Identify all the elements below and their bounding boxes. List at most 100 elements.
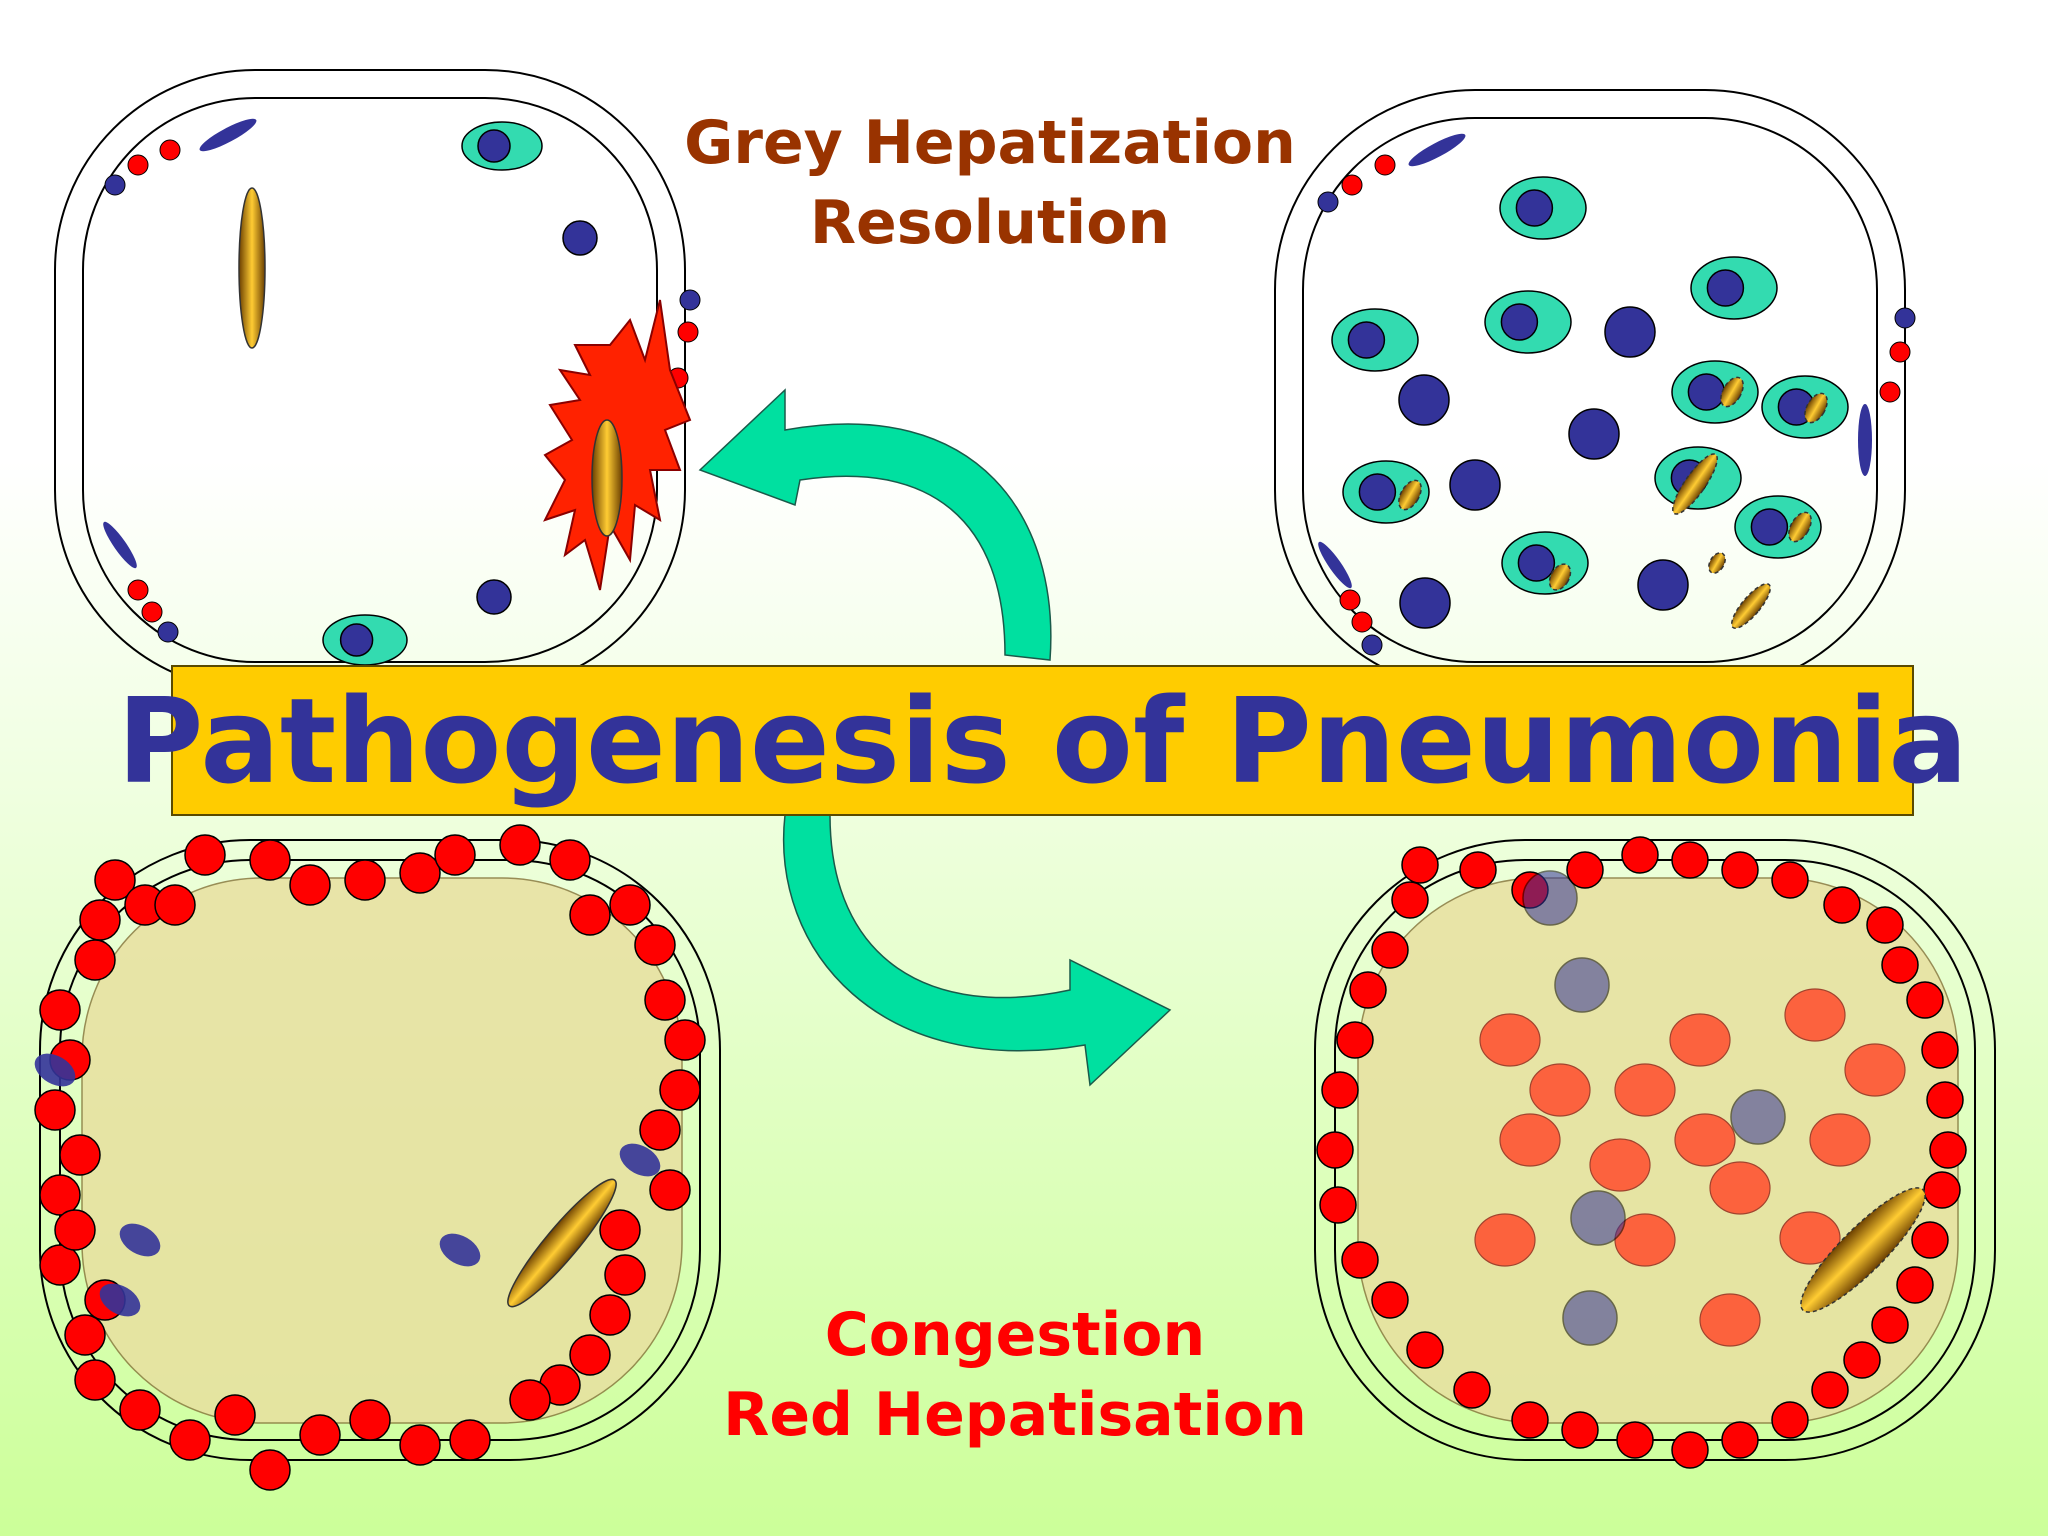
red-blood-cell	[1566, 851, 1604, 889]
capillary-cell	[1339, 589, 1361, 611]
endothelial-nucleus	[1408, 133, 1466, 167]
capillary-cell	[1879, 381, 1901, 403]
red-blood-cell	[1671, 1431, 1709, 1469]
red-blood-cell-exudate	[1779, 1211, 1841, 1265]
red-blood-cell	[1616, 1421, 1654, 1459]
red-blood-cell-exudate	[1614, 1213, 1676, 1267]
red-blood-cell	[1621, 836, 1659, 874]
bacterium	[1730, 583, 1772, 629]
lymphocyte-nucleus	[476, 579, 512, 615]
red-blood-cell-exudate	[1674, 1113, 1736, 1167]
red-blood-cell	[74, 1359, 116, 1401]
macrophage-nucleus	[1347, 321, 1386, 359]
red-blood-cell	[1881, 946, 1919, 984]
macrophage-nucleus	[1706, 269, 1745, 307]
red-blood-cell	[399, 1424, 441, 1466]
red-blood-cell	[1511, 1401, 1549, 1439]
red-blood-cell-exudate	[1499, 1113, 1561, 1167]
label-resolution: Resolution	[809, 188, 1171, 258]
title-banner: Pathogenesis of Pneumonia	[117, 665, 1968, 816]
lymphocyte-nucleus	[1398, 374, 1450, 426]
red-blood-cell	[154, 884, 196, 926]
red-blood-cell-exudate	[1809, 1113, 1871, 1167]
red-blood-cell	[1823, 886, 1861, 924]
bacterium	[507, 1178, 617, 1308]
red-blood-cell	[1671, 841, 1709, 879]
bacterium	[1720, 376, 1744, 408]
macrophage-nucleus	[1500, 303, 1539, 341]
red-blood-cell	[1561, 1411, 1599, 1449]
capillary-cell	[1374, 154, 1396, 176]
stage-label-grey-hepatization: Grey Hepatization Resolution	[640, 103, 1340, 263]
red-blood-cell	[569, 1334, 611, 1376]
bacterium	[591, 419, 623, 537]
capillary-cell	[127, 154, 149, 176]
red-blood-cell	[1459, 851, 1497, 889]
red-blood-cell	[549, 839, 591, 881]
red-blood-cell-exudate	[1784, 988, 1846, 1042]
red-blood-cell-exudate	[1479, 1013, 1541, 1067]
red-blood-cell	[1371, 1281, 1409, 1319]
red-blood-cell	[1811, 1371, 1849, 1409]
capillary-cell	[127, 579, 149, 601]
capillary-cell	[679, 289, 701, 311]
red-blood-cell	[1391, 881, 1429, 919]
red-blood-cell	[1871, 1306, 1909, 1344]
endothelial-nucleus	[199, 118, 257, 152]
red-blood-cell	[634, 924, 676, 966]
red-blood-cell	[1921, 1031, 1959, 1069]
red-blood-cell	[39, 1174, 81, 1216]
red-blood-cell	[349, 1399, 391, 1441]
red-blood-cell	[289, 864, 331, 906]
alveolar-wall-inner	[1302, 117, 1878, 663]
red-blood-cell-exudate	[1709, 1161, 1771, 1215]
red-blood-cell	[119, 1389, 161, 1431]
capillary-cell	[1341, 174, 1363, 196]
red-blood-cell	[59, 1134, 101, 1176]
red-blood-cell-exudate	[1699, 1293, 1761, 1347]
cycle-arrows	[698, 388, 1172, 1087]
alveolus-top-left	[54, 69, 701, 691]
capillary-cell	[1317, 191, 1339, 213]
red-blood-cell-exudate	[1474, 1213, 1536, 1267]
alveolar-wall-outer	[1314, 839, 1996, 1461]
red-blood-cell	[1341, 1241, 1379, 1279]
label-grey-hepatization: Grey Hepatization	[684, 108, 1296, 178]
capillary-cell	[1361, 634, 1383, 656]
red-blood-cell	[1771, 861, 1809, 899]
macrophage-nucleus	[1517, 544, 1556, 582]
red-blood-cell	[1319, 1186, 1357, 1224]
lymphocyte-nucleus	[1554, 957, 1610, 1013]
red-blood-cell	[249, 1449, 291, 1491]
bacterium	[1708, 552, 1726, 574]
lymphocyte-nucleus	[562, 220, 598, 256]
red-blood-cell	[249, 839, 291, 881]
red-blood-cell	[399, 852, 441, 894]
red-blood-cell	[569, 894, 611, 936]
endothelial-nucleus	[1858, 404, 1872, 476]
red-blood-cell	[1923, 1171, 1961, 1209]
endothelial-nucleus	[1318, 541, 1352, 589]
lymphocyte-nucleus	[1568, 408, 1620, 460]
red-blood-cell	[599, 1209, 641, 1251]
lymphocyte-nucleus	[1604, 306, 1656, 358]
bacterium	[1804, 392, 1828, 424]
red-blood-cell	[499, 824, 541, 866]
bacterium	[1398, 479, 1422, 511]
label-red-hepatisation: Red Hepatisation	[723, 1380, 1307, 1450]
red-blood-cell-exudate	[1614, 1063, 1676, 1117]
red-blood-cell	[1721, 1421, 1759, 1459]
red-blood-cell	[1926, 1081, 1964, 1119]
red-blood-cell	[1336, 1021, 1374, 1059]
red-blood-cell	[1349, 971, 1387, 1009]
red-blood-cell	[1371, 931, 1409, 969]
cycle-arrow-bottom	[782, 814, 1172, 1087]
endothelial-nucleus	[103, 521, 137, 569]
bacterium	[1788, 511, 1812, 543]
red-blood-cell	[54, 1209, 96, 1251]
red-blood-cell	[94, 859, 136, 901]
capillary-cell	[104, 174, 126, 196]
alveolus-bottom-right	[1314, 836, 1996, 1469]
red-blood-cell	[649, 1169, 691, 1211]
red-blood-cell	[1843, 1341, 1881, 1379]
